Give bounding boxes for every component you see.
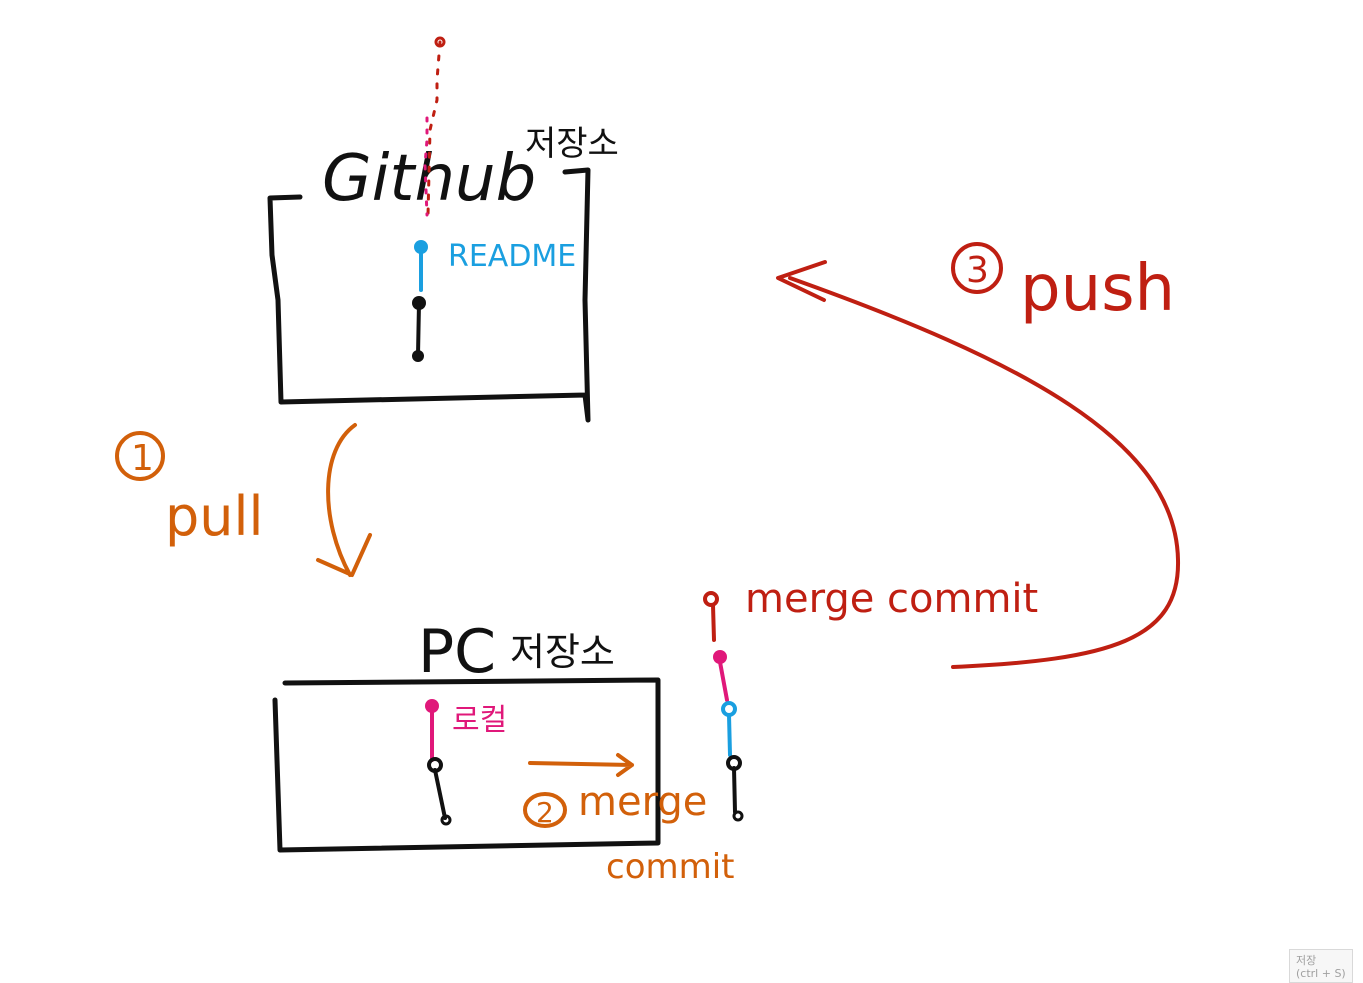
pull-arrow: [316, 423, 372, 577]
push-arrow: [776, 260, 1181, 669]
save-button[interactable]: 저장 (ctrl + S): [1289, 949, 1353, 983]
merged-commit-line: [732, 766, 737, 814]
pc-commit-dot-2: [440, 814, 452, 826]
pc-repo-suffix: 저장소: [510, 630, 615, 674]
pc-commit-line: [433, 768, 447, 820]
pc-repository: PC 저장소 로컬: [272, 617, 661, 853]
push-label: push: [1020, 252, 1175, 326]
merged-local-line: [718, 660, 729, 702]
merge-step: 2 merge commit: [523, 753, 735, 887]
remote-history-top-dot: [434, 36, 446, 48]
github-repository: Github 저장소 README: [267, 36, 619, 423]
readme-label: README: [448, 239, 576, 274]
merge-label: merge: [578, 779, 707, 825]
save-button-shortcut: (ctrl + S): [1296, 967, 1346, 980]
merge-arrow: [528, 753, 634, 777]
pull-label: pull: [165, 485, 264, 548]
remote-history-dotted-line: [426, 40, 442, 217]
github-box: [267, 167, 591, 423]
local-commit-dot: [425, 699, 439, 713]
save-button-label: 저장: [1296, 954, 1317, 967]
merge-commit-line: [711, 603, 716, 642]
merge-commit-dot: [703, 591, 719, 607]
github-commit-line: [416, 301, 421, 357]
pull-step-number: 1: [131, 438, 154, 479]
merged-history: merge commit: [703, 576, 1038, 822]
pc-box: [272, 677, 661, 853]
readme-commit-dot: [414, 240, 428, 254]
merge-commit-word: commit: [606, 847, 735, 887]
github-commit-dot-2: [412, 350, 424, 362]
github-repo-suffix: 저장소: [525, 124, 619, 164]
local-label: 로컬: [452, 703, 507, 738]
push-step: 3 push: [776, 242, 1181, 669]
pc-title: PC: [418, 617, 496, 687]
remote-pink-dotted-line: [423, 116, 429, 217]
pull-step-circle: [115, 431, 165, 481]
merge-step-circle: [523, 792, 567, 828]
push-step-circle: [951, 242, 1003, 294]
merged-local-dot: [713, 650, 727, 664]
push-step-number: 3: [966, 250, 989, 291]
merged-readme-line: [727, 713, 732, 757]
merge-commit-label: merge commit: [745, 576, 1038, 622]
pull-step: 1 pull: [115, 423, 372, 577]
merged-commit-dot-2: [732, 810, 744, 822]
merge-step-number: 2: [536, 796, 554, 829]
